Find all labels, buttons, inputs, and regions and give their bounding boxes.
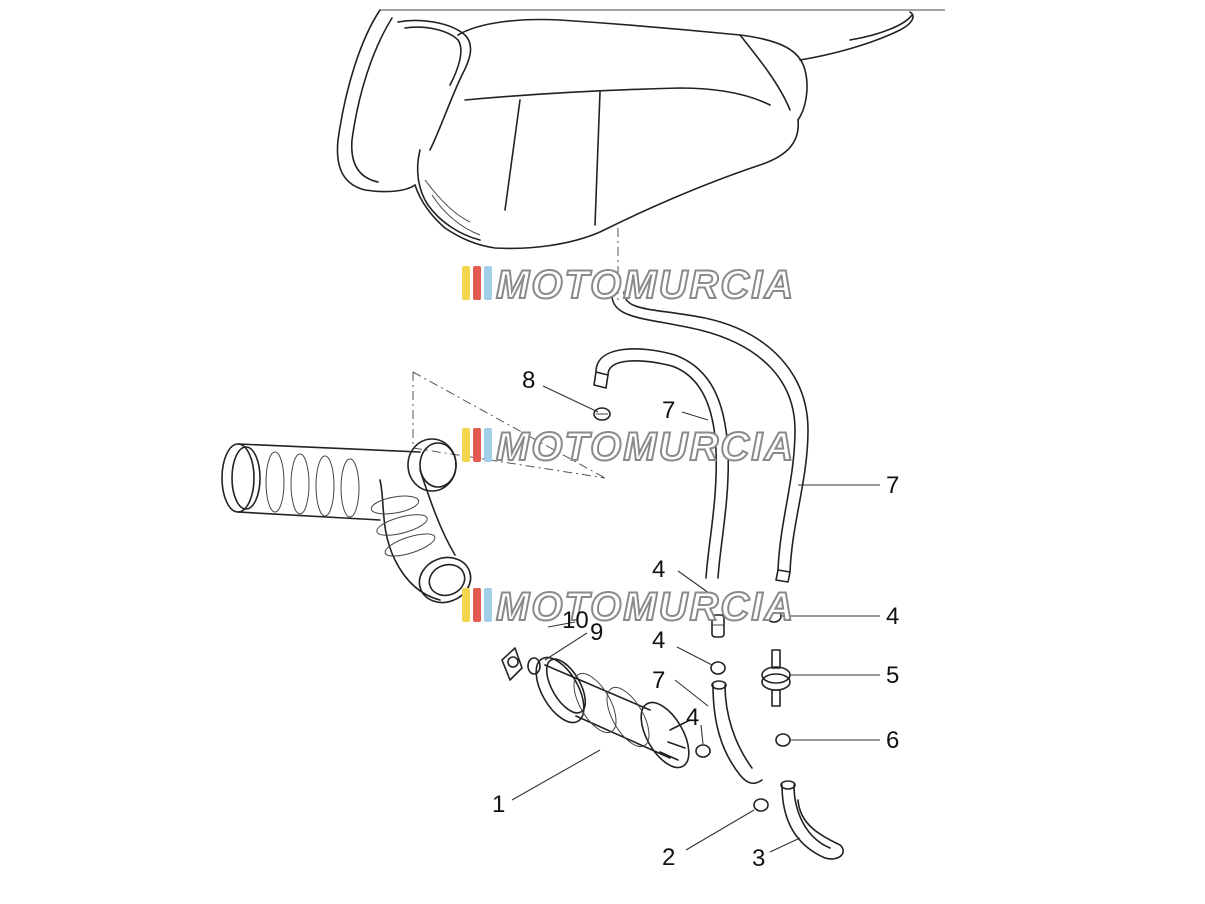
hose-clamp-4b xyxy=(710,661,726,675)
watermark-middle: MOTOMURCIA xyxy=(462,424,795,470)
fuel-tank-outline xyxy=(336,9,945,250)
watermark-stripe-red xyxy=(473,588,481,622)
curved-vent-hose xyxy=(593,348,730,579)
long-vent-hose xyxy=(611,291,809,583)
air-intake-duct xyxy=(221,371,606,604)
callout-labels: 8 7 7 4 4 10 9 4 5 7 4 6 1 2 3 xyxy=(492,367,899,872)
vent-valve xyxy=(761,649,791,707)
watermark-text: MOTOMURCIA xyxy=(496,425,795,469)
callout-7-upper: 7 xyxy=(662,397,675,424)
callout-3: 3 xyxy=(752,845,765,872)
callout-7-right: 7 xyxy=(886,472,899,499)
hose-clamp-4c xyxy=(766,609,782,623)
hose-clamp-2 xyxy=(753,798,769,812)
leader-lines xyxy=(511,385,880,853)
callout-1: 1 xyxy=(492,791,505,818)
callout-4-middle: 4 xyxy=(652,627,665,654)
watermark-top: MOTOMURCIA xyxy=(462,262,795,308)
callout-4-lower: 4 xyxy=(686,704,699,731)
callout-9: 9 xyxy=(590,619,603,646)
hose-clamp-8 xyxy=(593,407,611,421)
callout-6: 6 xyxy=(886,727,899,754)
watermark-stripe-red xyxy=(473,428,481,462)
watermark-text: MOTOMURCIA xyxy=(496,263,795,307)
watermark-text: MOTOMURCIA xyxy=(496,585,795,629)
callout-8: 8 xyxy=(522,367,535,394)
callout-10: 10 xyxy=(562,607,589,634)
callout-5: 5 xyxy=(886,662,899,689)
watermark-stripe-yellow xyxy=(462,428,470,462)
callout-2: 2 xyxy=(662,844,675,871)
bracket-10 xyxy=(501,647,523,681)
callout-4-upper: 4 xyxy=(652,556,665,583)
watermark-stripe-red xyxy=(473,266,481,300)
short-vent-hose xyxy=(711,680,763,785)
charcoal-canister xyxy=(535,656,691,769)
callout-7-lower: 7 xyxy=(652,667,665,694)
hose-clamp-4d xyxy=(695,744,711,758)
watermark-bottom: MOTOMURCIA xyxy=(462,584,795,630)
watermark-stripe-blue xyxy=(484,588,492,622)
watermark-stripe-blue xyxy=(484,266,492,300)
watermark-stripe-blue xyxy=(484,428,492,462)
watermark-stripe-yellow xyxy=(462,266,470,300)
u-shaped-hose xyxy=(780,780,844,860)
hose-clamp-4a xyxy=(711,614,725,638)
callout-4-right: 4 xyxy=(886,603,899,630)
hose-clamp-6 xyxy=(775,733,791,747)
watermark-stripe-yellow xyxy=(462,588,470,622)
o-ring-9 xyxy=(527,657,541,675)
